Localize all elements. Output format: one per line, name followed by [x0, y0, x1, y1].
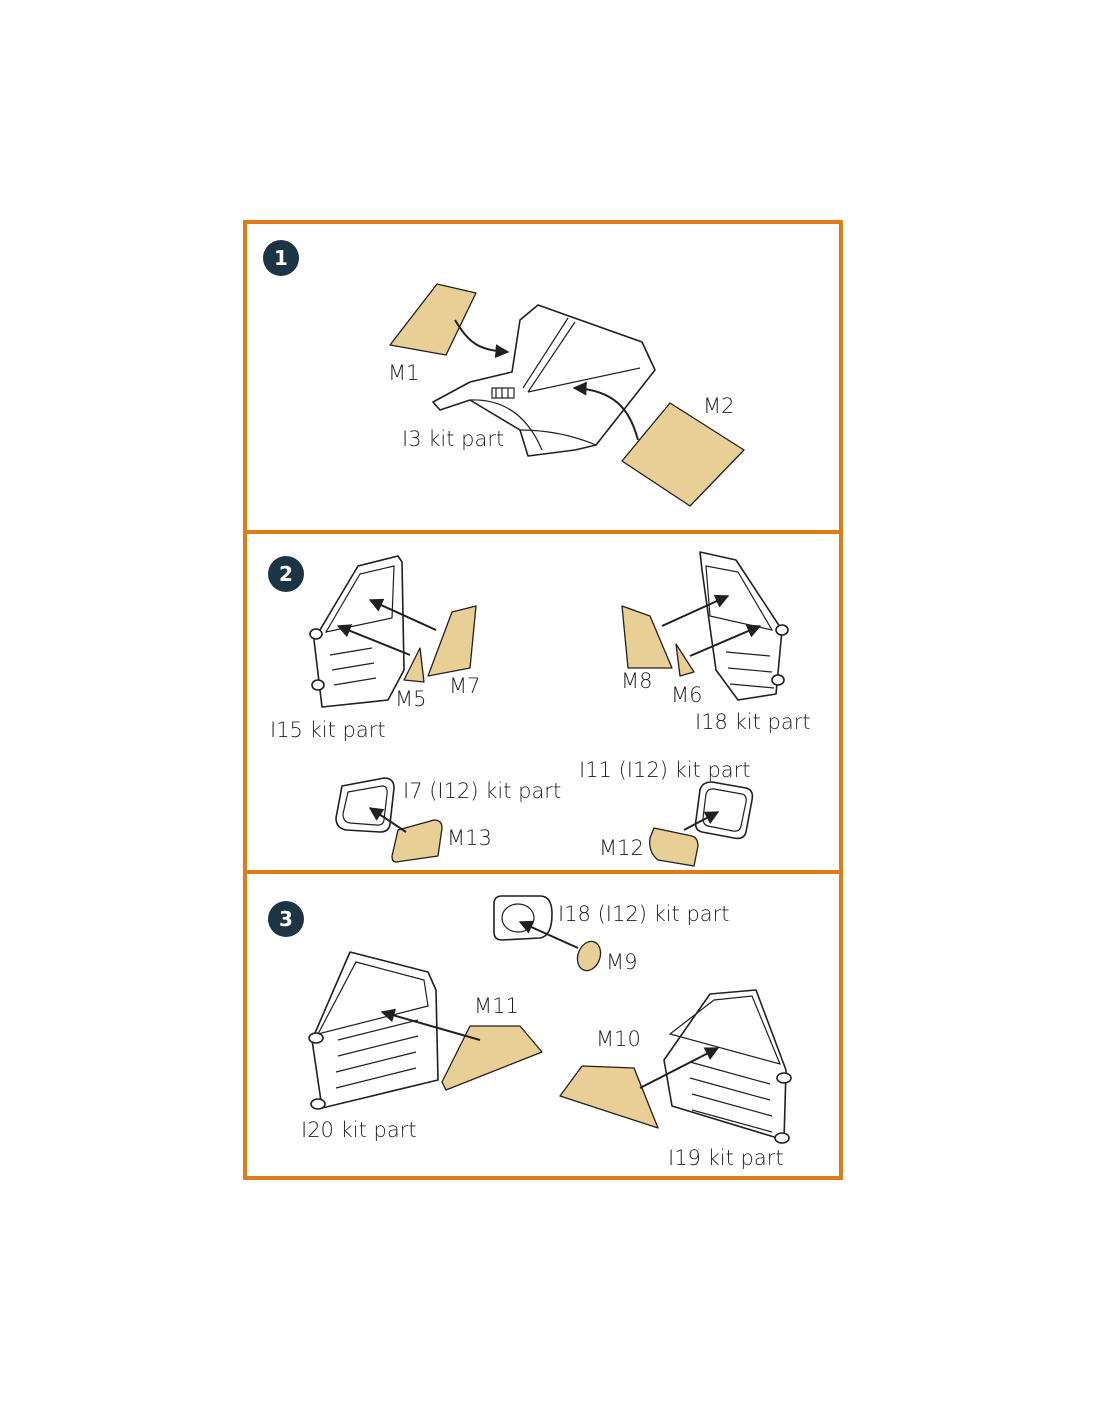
arrow-m5	[336, 624, 411, 656]
mask-m8	[621, 605, 673, 669]
step-2-panel: 2 M5 M7 I15 kit part M8 M6 I18 kit	[243, 530, 843, 874]
step-3-panel: 3 I18 (I12) kit part M9 M11 I20 kit part	[243, 870, 843, 1180]
step-2-number: 2	[279, 562, 293, 586]
mirror-i7-kit-part	[335, 777, 395, 833]
label-m12: M12	[599, 836, 644, 860]
step-3-badge	[268, 901, 304, 937]
step-1-number: 1	[274, 246, 288, 270]
arrow-m12	[683, 811, 720, 831]
label-i20-kit-part: I20 kit part	[301, 1118, 417, 1142]
mask-m9	[576, 940, 602, 972]
step-2-badge	[268, 556, 304, 592]
mirror-i11-kit-part	[694, 781, 754, 840]
arrow-m2	[572, 381, 639, 441]
label-m13: M13	[447, 826, 492, 850]
label-i3-kit-part: I3 kit part	[402, 427, 504, 451]
mask-m6	[675, 643, 695, 677]
mask-m10	[559, 1065, 659, 1129]
arrow-m11	[380, 1008, 481, 1041]
mask-m2	[621, 402, 745, 507]
label-m2: M2	[703, 394, 734, 418]
arrow-m6	[689, 624, 762, 657]
mask-m13	[391, 819, 443, 863]
label-m7: M7	[449, 674, 480, 698]
hood-kit-part	[432, 304, 656, 457]
arrow-m8	[661, 594, 730, 627]
arrow-m1	[454, 319, 510, 359]
mask-m5	[403, 647, 425, 683]
label-i11-kit-part: I11 (I12) kit part	[579, 758, 751, 782]
step-3-frame	[243, 870, 843, 1180]
label-m6: M6	[671, 683, 702, 707]
door-i19-kit-part	[663, 989, 792, 1144]
label-m8: M8	[621, 669, 652, 693]
label-m1: M1	[388, 361, 419, 385]
step-1-badge	[263, 240, 299, 276]
label-m10: M10	[596, 1027, 641, 1051]
label-i19-kit-part: I19 kit part	[668, 1146, 784, 1170]
label-m9: M9	[606, 950, 637, 974]
arrow-m7	[368, 598, 437, 631]
step-3-number: 3	[279, 907, 293, 931]
mask-m11	[441, 1025, 543, 1091]
step-1-panel: 1 M1 M2 I3 kit part	[243, 220, 843, 534]
label-i15-kit-part: I15 kit part	[270, 718, 386, 742]
arrow-m9	[518, 920, 579, 949]
label-m11: M11	[474, 994, 519, 1018]
door-i20-kit-part	[308, 951, 439, 1110]
label-i7-kit-part: I7 (I12) kit part	[403, 779, 561, 803]
door-i18-kit-part	[699, 551, 789, 701]
mask-m12	[649, 827, 699, 867]
arrow-m13	[368, 807, 407, 833]
label-m5: M5	[395, 687, 426, 711]
label-i18-i12-kit-part: I18 (I12) kit part	[558, 902, 730, 926]
arrow-m10	[639, 1047, 720, 1089]
mask-m7	[427, 605, 477, 677]
label-i18-kit-part: I18 kit part	[695, 710, 811, 734]
door-i15-kit-part	[309, 555, 405, 708]
mask-m1	[389, 283, 477, 356]
